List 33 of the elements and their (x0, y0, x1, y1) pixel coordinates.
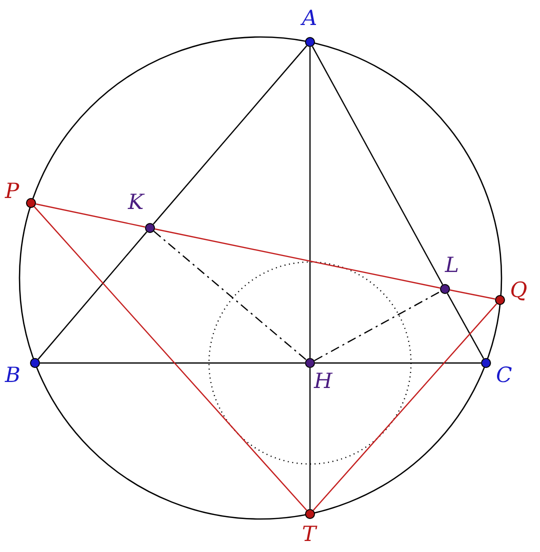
point-label: L (445, 253, 459, 277)
line-segment (154, 228, 440, 289)
point-label: K (128, 190, 144, 214)
point-label: H (314, 369, 332, 393)
line-segment (34, 206, 308, 511)
point-dot (440, 284, 450, 294)
point-label: Q (510, 278, 528, 302)
point-dot (145, 223, 155, 233)
line-segment (40, 362, 305, 364)
point-dot (305, 509, 315, 519)
point-label: A (302, 6, 318, 30)
point-dot (26, 198, 36, 208)
point-dot (30, 358, 40, 368)
line-segment (446, 293, 484, 359)
line-segment (309, 47, 311, 358)
point-dot (305, 37, 315, 47)
line-segment (312, 46, 444, 285)
line-segment (309, 368, 311, 509)
point-label: C (496, 363, 512, 387)
point-label: B (5, 363, 20, 387)
line-segment (152, 45, 308, 225)
point-dot (481, 358, 491, 368)
point-label: T (302, 522, 316, 546)
line-segment (38, 231, 148, 360)
point-dot (495, 295, 505, 305)
dash-dot-segment (314, 290, 441, 362)
line-segment (450, 289, 496, 300)
line-segment (315, 362, 481, 364)
dash-dot-segment (153, 230, 307, 360)
point-label: P (5, 179, 20, 203)
line-segment (36, 203, 146, 228)
line-segment (312, 303, 498, 511)
point-dot (305, 358, 315, 368)
